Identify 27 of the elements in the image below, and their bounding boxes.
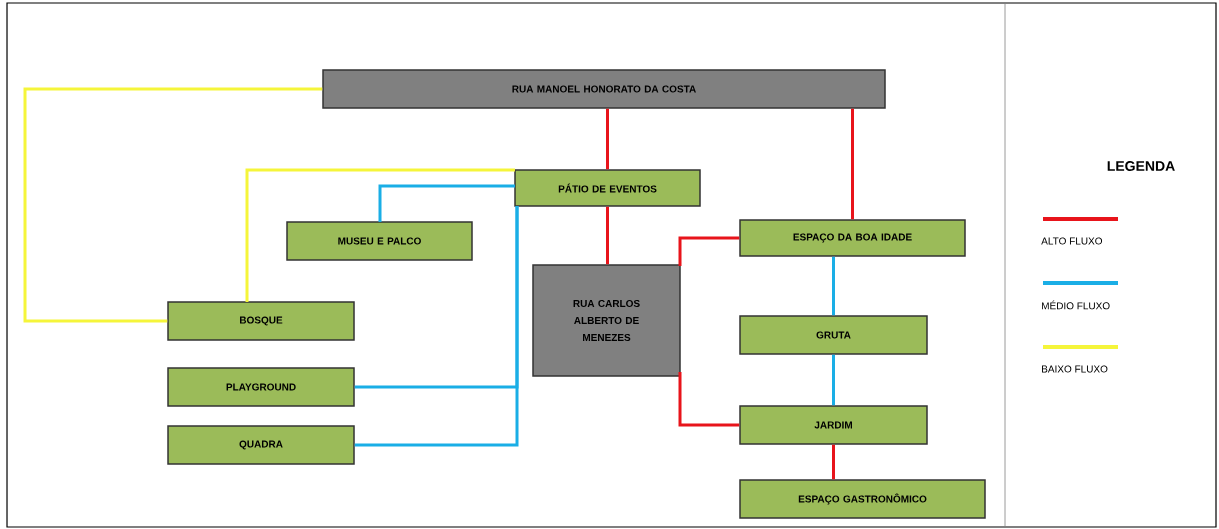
place-box: PÁTIO DE EVENTOS xyxy=(514,169,701,207)
place-box: PLAYGROUND xyxy=(167,367,355,407)
connector-line xyxy=(678,236,740,266)
street-box: RUA MANOEL HONORATO DA COSTA xyxy=(322,69,886,109)
place-box: ESPAÇO GASTRONÔMICO xyxy=(739,479,986,519)
connector-line xyxy=(378,184,515,222)
legend-heading: LEGENDA xyxy=(1107,161,1175,171)
connector-line xyxy=(606,108,609,170)
connector-line xyxy=(832,354,835,406)
place-box: ESPAÇO DA BOA IDADE xyxy=(739,219,966,257)
connector-line xyxy=(851,108,854,220)
place-box: QUADRA xyxy=(167,425,355,465)
place-box: JARDIM xyxy=(739,405,928,445)
connector-line xyxy=(678,372,740,427)
connector-line xyxy=(832,256,835,316)
connector-line xyxy=(245,168,515,302)
connector-line xyxy=(832,444,835,480)
place-box: BOSQUE xyxy=(167,301,355,341)
street-box: RUA CARLOS ALBERTO DE MENEZES xyxy=(532,264,681,377)
legend-label: ALTO FLUXO xyxy=(1041,237,1103,245)
legend-label: MÉDIO FLUXO xyxy=(1042,300,1110,310)
place-box: GRUTA xyxy=(739,315,928,355)
place-box: MUSEU E PALCO xyxy=(286,221,473,261)
connector-line xyxy=(606,206,609,265)
legend-label: BAIXO FLUXO xyxy=(1042,365,1108,373)
connector-line xyxy=(23,87,323,323)
connector-line xyxy=(354,206,519,447)
